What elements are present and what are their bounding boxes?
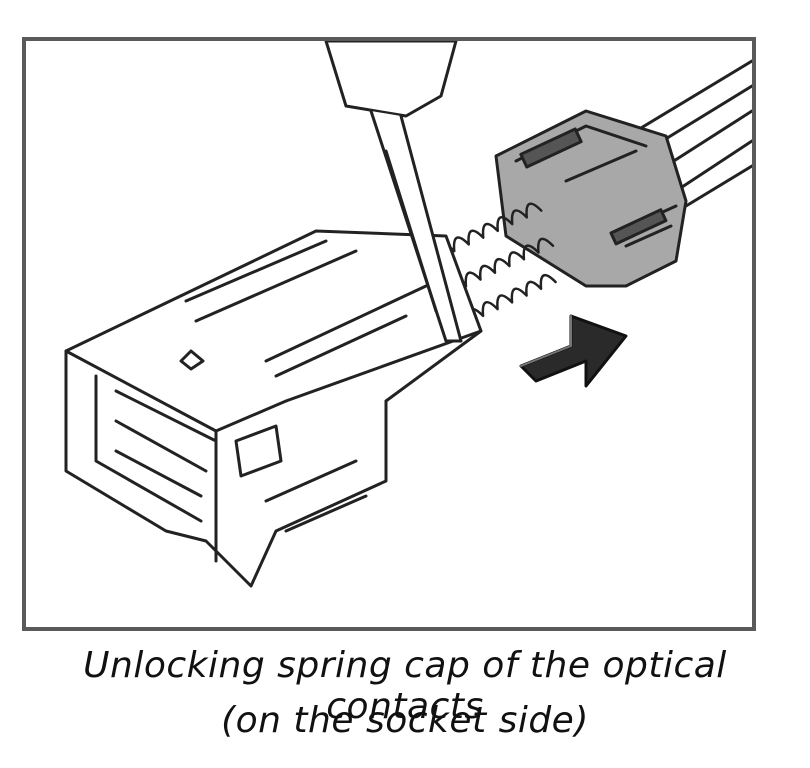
figure-caption-line2: (on the socket side): [221, 700, 589, 741]
spring-cap-housing: [494, 109, 688, 288]
connector-housing: [64, 229, 483, 588]
push-direction-arrow-icon: [519, 314, 628, 388]
illustration-frame: [22, 37, 756, 631]
contact-springs: [438, 202, 557, 324]
connector-illustration: [64, 41, 752, 588]
figure-caption-line1: Unlocking spring cap of the optical cont…: [83, 645, 727, 727]
screwdriver-icon: [324, 41, 463, 343]
